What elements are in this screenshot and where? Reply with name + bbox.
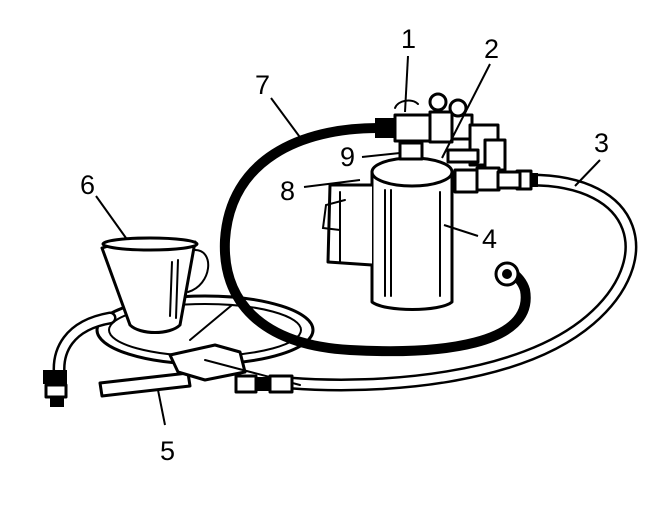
callout-9: 9	[340, 142, 355, 172]
hose-3	[283, 169, 638, 392]
hose-7	[219, 123, 531, 357]
pressure-tank	[321, 156, 454, 311]
leader-8	[303, 179, 361, 188]
leader-2	[441, 63, 491, 159]
left-hose	[43, 311, 117, 407]
valve-assembly	[375, 92, 522, 194]
callout-2: 2	[484, 34, 499, 64]
leader-7	[270, 97, 303, 141]
nozzle-gun	[98, 304, 301, 398]
leader-1	[404, 55, 409, 113]
leader-lines	[95, 55, 601, 426]
callout-6: 6	[80, 170, 95, 200]
callout-5: 5	[160, 436, 175, 466]
callout-8: 8	[280, 176, 295, 206]
leader-4	[443, 224, 479, 237]
leader-5	[157, 389, 166, 426]
leader-9	[361, 152, 401, 158]
measuring-cup	[100, 236, 210, 334]
callout-7: 7	[255, 70, 270, 100]
callout-3: 3	[594, 128, 609, 158]
leader-3	[574, 159, 601, 187]
leader-6	[95, 195, 127, 239]
callout-labels: 1 2 3 4 5 6 7 8 9	[80, 24, 609, 466]
callout-1: 1	[401, 24, 416, 54]
callout-4: 4	[482, 224, 497, 254]
